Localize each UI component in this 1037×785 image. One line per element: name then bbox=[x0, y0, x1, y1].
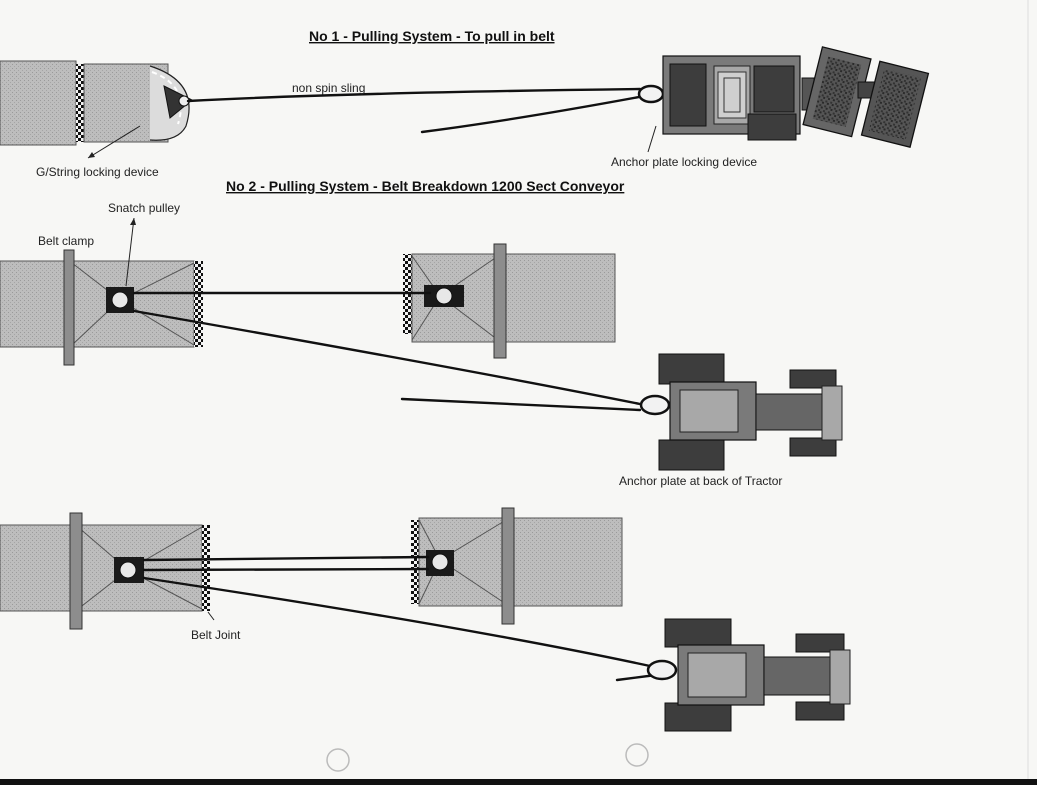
system-1-tractor bbox=[637, 46, 930, 148]
leader-anchor-plate-1 bbox=[647, 125, 657, 153]
tractor-b-front-wheel-top bbox=[795, 633, 845, 653]
tractor-1-tread-1 bbox=[812, 56, 862, 127]
anchor-plate-eye-2 bbox=[639, 394, 671, 416]
punch-hole-right bbox=[625, 743, 649, 767]
system-1-belt bbox=[0, 60, 193, 146]
tractor-1-tread-2 bbox=[868, 68, 922, 140]
heading-system-1: No 1 - Pulling System - To pull in belt bbox=[309, 28, 555, 44]
label-gstring-locking-device: G/String locking device bbox=[36, 165, 159, 179]
rope-b-1 bbox=[142, 555, 430, 562]
heading-system-2: No 2 - Pulling System - Belt Breakdown 1… bbox=[226, 178, 625, 194]
belt-joint-a-left bbox=[194, 261, 203, 347]
label-belt-clamp: Belt clamp bbox=[38, 234, 94, 248]
tractor-a-rear-wheel-bottom bbox=[658, 439, 725, 471]
pulley-b-right-wheel bbox=[431, 553, 449, 571]
system-2-section-b bbox=[0, 507, 623, 630]
tractor-b-front-wheel-bottom bbox=[795, 701, 845, 721]
system-2-tractor-b bbox=[646, 618, 851, 732]
snatch-pulley-b-wheel bbox=[119, 561, 137, 579]
anchor-plate-eye-1 bbox=[637, 84, 665, 104]
pulley-a-right-wheel bbox=[435, 287, 453, 305]
label-anchor-plate-back-of-tractor: Anchor plate at back of Tractor bbox=[619, 474, 782, 488]
belt-joint-b-left bbox=[202, 525, 210, 611]
tractor-1-grille bbox=[717, 71, 747, 119]
tractor-1-hood bbox=[753, 65, 795, 113]
snatch-pulley-a-wheel bbox=[111, 291, 129, 309]
leader-belt-joint bbox=[207, 611, 215, 621]
belt-a-left bbox=[0, 260, 195, 348]
label-snatch-pulley: Snatch pulley bbox=[108, 201, 180, 215]
system-2-tractor-a bbox=[639, 353, 843, 471]
belt-joint-b-right bbox=[411, 520, 419, 604]
non-spin-sling-lower bbox=[420, 93, 652, 134]
rope-a-2 bbox=[132, 309, 642, 406]
non-spin-sling-upper bbox=[186, 87, 642, 103]
tractor-b-rear-wheel-bottom bbox=[664, 702, 732, 732]
leader-snatch-pulley bbox=[125, 217, 135, 287]
tractor-b-cab bbox=[687, 652, 747, 698]
tractor-1-axle bbox=[747, 113, 797, 141]
label-belt-joint: Belt Joint bbox=[191, 628, 241, 642]
tractor-a-front bbox=[821, 385, 843, 441]
system-2-section-a bbox=[0, 243, 616, 366]
belt-clamp-a bbox=[63, 249, 75, 366]
tractor-1-cab bbox=[669, 63, 707, 127]
tractor-a-front-wheel-top bbox=[789, 369, 837, 389]
label-non-spin-sling: non spin sling bbox=[292, 81, 365, 95]
tractor-a-cab bbox=[679, 389, 739, 433]
belt-clamp-b-right bbox=[501, 507, 515, 625]
belt-clamp-a-right bbox=[493, 243, 507, 359]
tractor-b-front bbox=[829, 649, 851, 705]
belt-clamp-b bbox=[69, 512, 83, 630]
tractor-a-engine bbox=[755, 393, 823, 431]
anchor-plate-eye-3 bbox=[646, 659, 678, 681]
rope-b-3 bbox=[142, 576, 652, 668]
belt-b-left bbox=[0, 524, 203, 612]
tractor-b-engine bbox=[763, 656, 833, 696]
arrow-gstring bbox=[88, 152, 95, 158]
tractor-a-rear-wheel-top bbox=[658, 353, 725, 385]
leader-gstring bbox=[87, 125, 141, 159]
label-anchor-plate-locking-device: Anchor plate locking device bbox=[611, 155, 757, 169]
belt-joint-left bbox=[76, 64, 84, 142]
belt-end-left bbox=[0, 60, 77, 146]
tractor-b-rear-wheel-top bbox=[664, 618, 732, 648]
rope-b-2 bbox=[142, 567, 430, 572]
rope-a-3 bbox=[400, 397, 642, 412]
scan-edge bbox=[0, 779, 1037, 785]
tractor-a-front-wheel-bottom bbox=[789, 437, 837, 457]
punch-hole-left bbox=[326, 748, 350, 772]
gstring-clamp-triangle bbox=[163, 85, 193, 119]
arrow-snatch-pulley bbox=[130, 218, 136, 225]
